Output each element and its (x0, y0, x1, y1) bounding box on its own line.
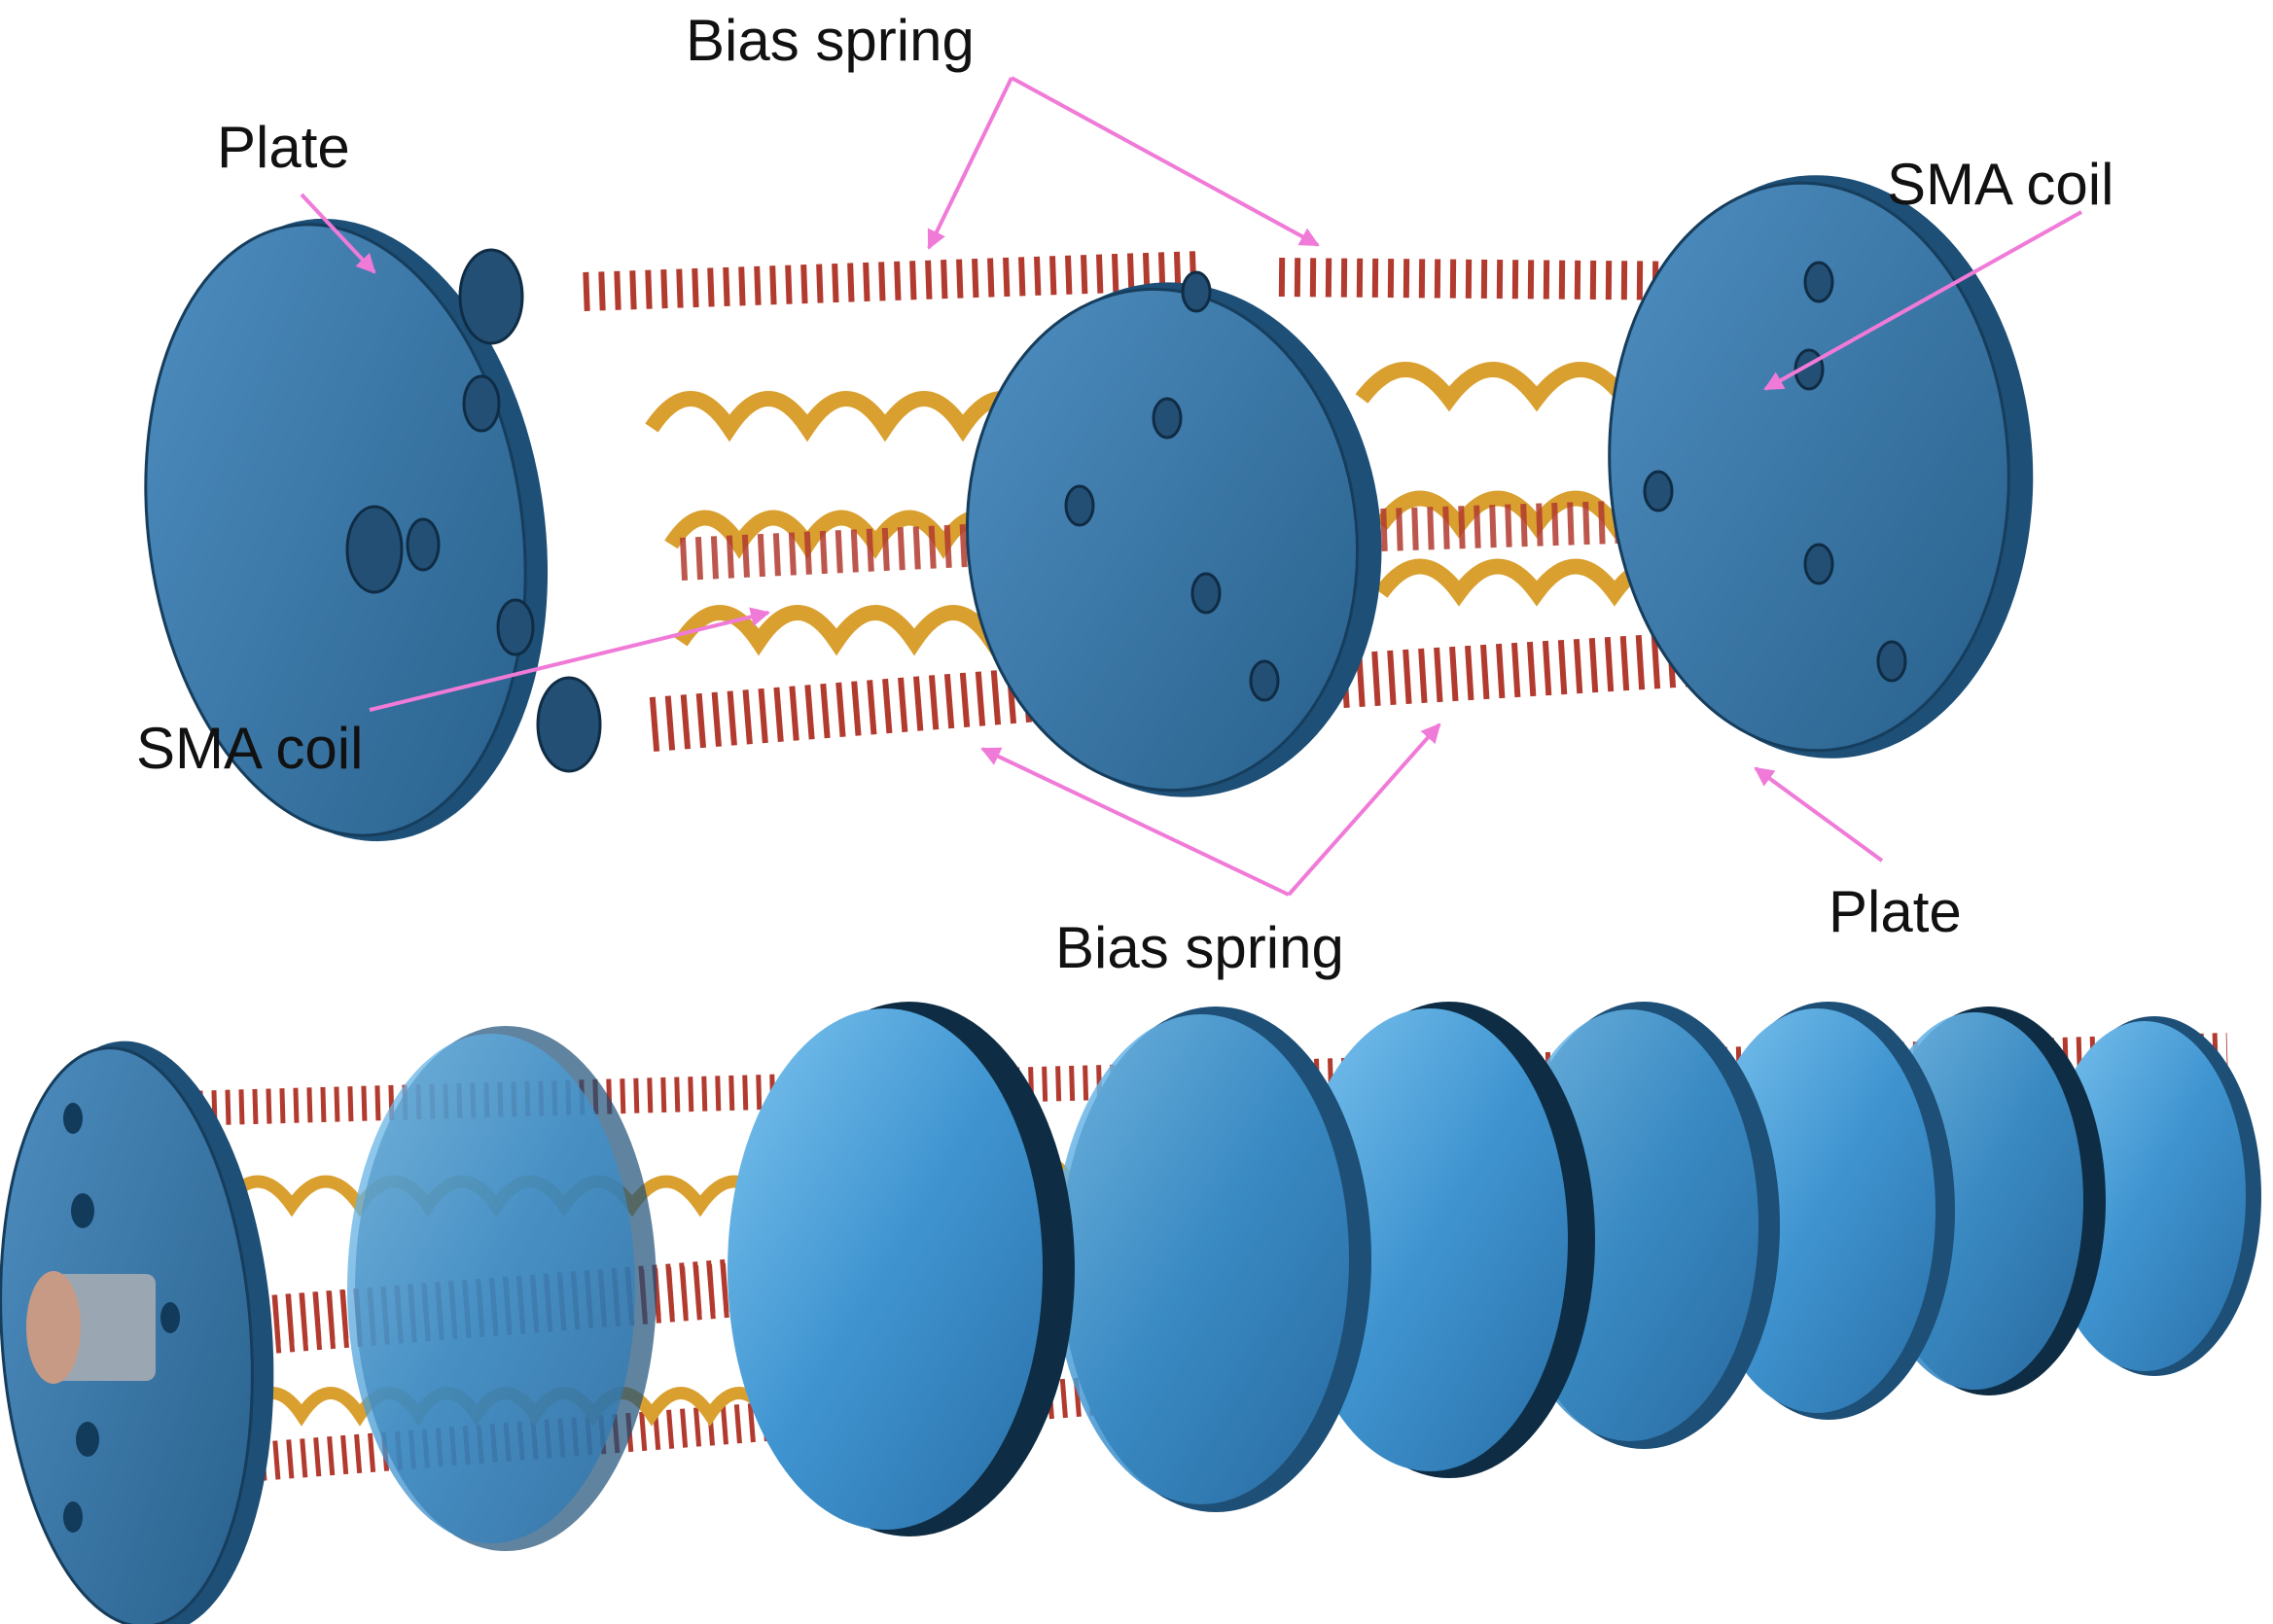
plate-bottom-end (0, 1041, 274, 1624)
plate-left-top (144, 218, 602, 842)
arrow-sma-coil-top-right (1763, 210, 2082, 391)
label-plate-bottom-right: Plate (1829, 879, 1962, 944)
plate-right-top (1608, 175, 2034, 759)
shaft-end (26, 1271, 81, 1384)
arrow-bias-spring-bottom-left (980, 747, 1290, 897)
arrow-bias-spring-top-left (927, 77, 1013, 250)
arrow-plate-bottom-right (1754, 766, 1884, 863)
plate-bottom-3 (1053, 1006, 1371, 1512)
bias-spring-middle-row (679, 499, 1674, 581)
annotation-arrows (300, 76, 2082, 897)
arrow-bias-spring-bottom-right (1287, 723, 1441, 897)
bias-spring-bottom-row (649, 619, 1899, 752)
top-assembly (144, 175, 2034, 842)
plate-holes (63, 1103, 180, 1533)
label-sma-coil-top-right: SMA coil (1887, 152, 2113, 217)
bottom-assembly (0, 1002, 2261, 1624)
label-bias-spring-top: Bias spring (686, 8, 975, 73)
label-sma-coil-left: SMA coil (136, 716, 363, 781)
label-plate-top-left: Plate (217, 115, 350, 180)
arrow-plate-top-left (300, 193, 376, 274)
arrow-bias-spring-top-right (1011, 76, 1320, 247)
plate-holes (345, 248, 602, 773)
plate-bottom-1 (347, 1026, 657, 1551)
label-bias-spring-bottom: Bias spring (1055, 915, 1344, 980)
arrow-sma-coil-left (369, 607, 770, 712)
plate-bottom-2 (728, 1002, 1075, 1536)
bias-spring-top-row (583, 251, 1810, 311)
plate-middle-top (965, 270, 1382, 797)
plate-holes (1643, 261, 1907, 683)
plate-holes (1064, 270, 1280, 702)
labels: Bias spring Plate SMA coil SMA coil Bias… (136, 8, 2113, 980)
plate-bottom-4 (1292, 1002, 1595, 1478)
